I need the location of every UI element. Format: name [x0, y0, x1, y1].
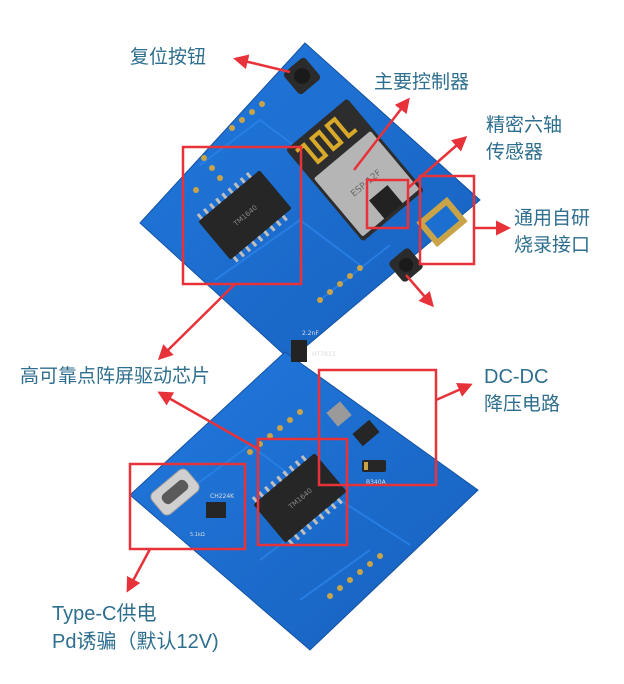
- arrow-typec: [126, 548, 152, 593]
- label-dcdc-line2: 降压电路: [484, 393, 561, 415]
- label-typec-line2: Pd诱骗（默认12V): [52, 631, 219, 653]
- cap-text: 2.2nF: [302, 330, 319, 337]
- annotation-arrows: [126, 54, 511, 593]
- label-display-driver: 高可靠点阵屏驱动芯片: [20, 365, 211, 387]
- arrow-dcdc: [435, 382, 473, 402]
- highlight-box-dcdc: [317, 368, 438, 487]
- res-text: 5.1kΩ: [190, 532, 205, 538]
- arrow-side-button: [405, 274, 434, 308]
- driver-chip-bottom: TM1640: [251, 453, 346, 546]
- label-dcdc-line1: DC-DC: [484, 366, 549, 388]
- highlight-box-typec: [128, 462, 247, 551]
- pd-chip: CH224K 5.1kΩ: [190, 493, 235, 538]
- pd-chip-text: CH224K: [210, 493, 235, 500]
- diode-text: B340A: [366, 479, 387, 486]
- arrow-driver-bottom: [157, 391, 261, 452]
- label-imu-line1: 精密六轴: [486, 114, 563, 136]
- arrow-imu: [407, 136, 468, 189]
- highlight-box-driver-bottom: [256, 437, 349, 547]
- highlight-box-programmer: [418, 174, 476, 266]
- dcdc-components: B340A: [326, 401, 387, 486]
- label-typec-line1: Type-C供电: [52, 603, 157, 625]
- label-programmer-line2: 烧录接口: [514, 234, 591, 256]
- reset-button-part: [283, 57, 321, 95]
- label-programmer-line1: 通用自研: [514, 207, 591, 229]
- header-pins-top: [193, 101, 363, 303]
- arrow-reset: [233, 54, 291, 74]
- side-button-part: [389, 248, 423, 282]
- highlight-box-imu: [365, 178, 410, 230]
- label-reset-button: 复位按钮: [130, 46, 207, 68]
- label-imu-line2: 传感器: [486, 141, 544, 163]
- label-main-controller: 主要控制器: [374, 71, 470, 93]
- imu-chip: [369, 185, 403, 219]
- highlight-box-driver-top: [181, 145, 303, 286]
- arrow-driver-top: [157, 283, 236, 361]
- ldo-regulator: HT7833 2.2nF: [291, 330, 336, 362]
- driver-chip-top: TM1640: [196, 170, 291, 263]
- ldo-text: HT7833: [312, 351, 336, 358]
- programmer-connector: [416, 196, 468, 248]
- arrow-main-controller: [353, 97, 410, 171]
- usb-c-connector: [150, 468, 200, 516]
- highlight-boxes: [128, 145, 476, 551]
